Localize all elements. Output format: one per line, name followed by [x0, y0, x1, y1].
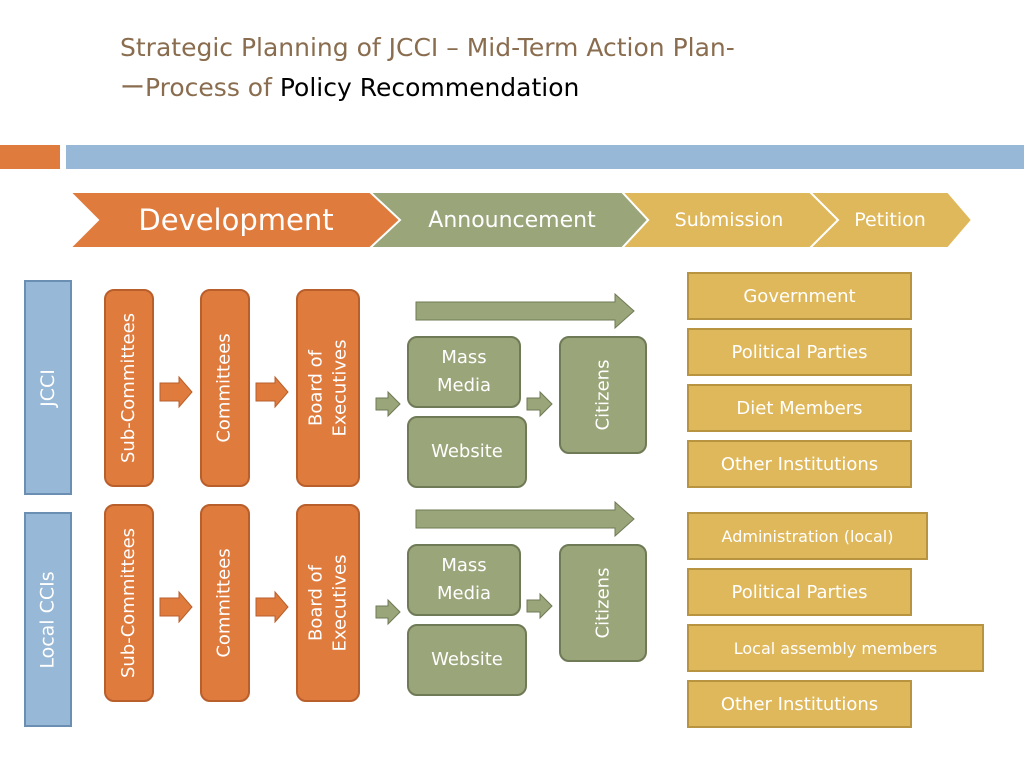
- accent-bar-blue: [66, 145, 1024, 169]
- website-box: Website: [407, 624, 527, 696]
- target-other-institutions: Other Institutions: [687, 680, 912, 728]
- arrow-subcommittees-to-committees-2: [159, 590, 193, 624]
- arrow-board-to-targets-1: [415, 292, 635, 330]
- target-local-assembly-members: Local assembly members: [687, 624, 984, 672]
- target-political-parties: Political Parties: [687, 568, 912, 616]
- website-box: Website: [407, 416, 527, 488]
- stage-chevron-development: [67, 191, 402, 249]
- arrow-media-to-citizens-2: [526, 592, 553, 620]
- arrow-committees-to-board-2: [255, 590, 289, 624]
- target-political-parties: Political Parties: [687, 328, 912, 376]
- title-line-2: ーProcess of Policy Recommendation: [120, 68, 1000, 108]
- arrow-committees-to-board-1: [255, 375, 289, 409]
- sub-committees-box: Sub-Committees: [104, 504, 154, 702]
- title-prefix: Process of: [145, 73, 280, 102]
- committees-box: Committees: [200, 289, 250, 487]
- side-label-local-ccis: Local CCIs: [24, 512, 72, 727]
- accent-bar-orange: [0, 145, 60, 169]
- arrow-board-to-targets-2: [415, 500, 635, 538]
- committees-box: Committees: [200, 504, 250, 702]
- arrow-media-to-citizens-1: [526, 390, 553, 418]
- sub-committees-box: Sub-Committees: [104, 289, 154, 487]
- arrow-board-to-media-1: [375, 390, 401, 418]
- target-administration-local: Administration (local): [687, 512, 928, 560]
- stage-announcement: Announcement: [428, 207, 596, 233]
- citizens-box: Citizens: [559, 544, 647, 662]
- stage-submission: Submission: [674, 209, 784, 231]
- title-emphasis: Policy Recommendation: [279, 73, 580, 102]
- slide-title: Strategic Planning of JCCI – Mid-Term Ac…: [120, 28, 1000, 108]
- title-dash: ー: [120, 73, 146, 102]
- stage-development: Development: [138, 203, 334, 237]
- target-other-institutions: Other Institutions: [687, 440, 912, 488]
- target-diet-members: Diet Members: [687, 384, 912, 432]
- target-government: Government: [687, 272, 912, 320]
- arrow-board-to-media-2: [375, 598, 401, 626]
- citizens-box: Citizens: [559, 336, 647, 454]
- side-label-jcci: JCCI: [24, 280, 72, 495]
- stage-petition: Petition: [854, 209, 926, 231]
- arrow-subcommittees-to-committees-1: [159, 375, 193, 409]
- title-line-1: Strategic Planning of JCCI – Mid-Term Ac…: [120, 33, 735, 62]
